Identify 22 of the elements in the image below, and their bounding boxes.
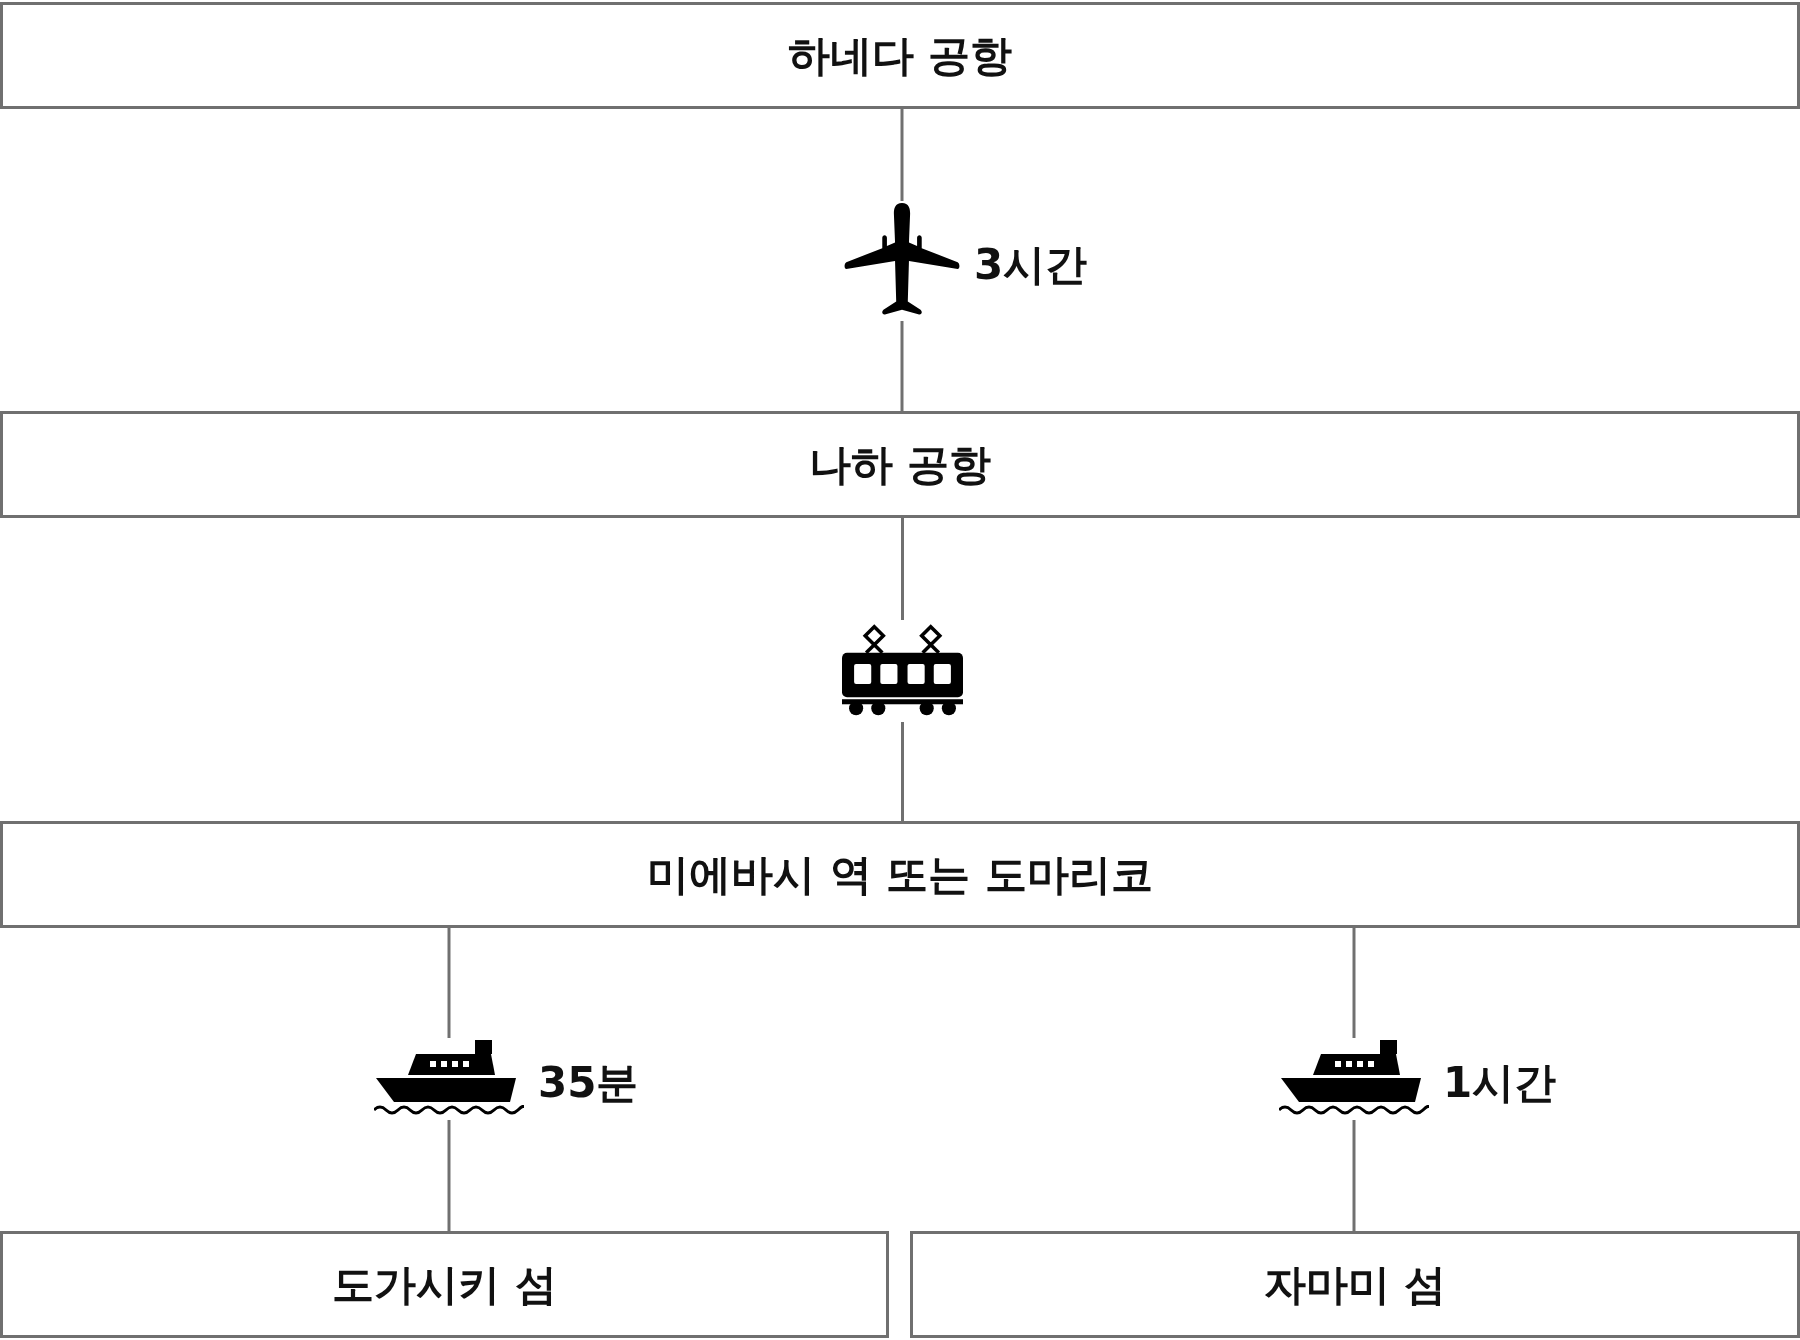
connector-line [901, 722, 904, 821]
duration-label: 3시간 [974, 239, 1088, 291]
place-name: 자마미 섬 [1263, 1258, 1447, 1311]
ship-icon [374, 1040, 524, 1118]
place-box [0, 2, 1800, 109]
connector-line [1352, 1120, 1356, 1231]
place-name: 나하 공항 [808, 438, 992, 491]
duration-label: 1시간 [1443, 1057, 1557, 1109]
place-box [0, 821, 1800, 928]
connector-line [900, 321, 904, 411]
place-name: 도가시키 섬 [332, 1258, 557, 1311]
connector-line [1352, 928, 1356, 1038]
place-name: 하네다 공항 [787, 29, 1013, 82]
connector-line [901, 518, 904, 620]
place-box [910, 1231, 1800, 1338]
connector-line [900, 109, 904, 201]
connector-line [447, 1120, 451, 1231]
place-box [0, 411, 1800, 518]
place-name: 미에바시 역 또는 도마리코 [647, 848, 1153, 901]
connector-line [447, 928, 451, 1038]
place-box [0, 1231, 889, 1338]
duration-label: 35분 [538, 1057, 639, 1109]
